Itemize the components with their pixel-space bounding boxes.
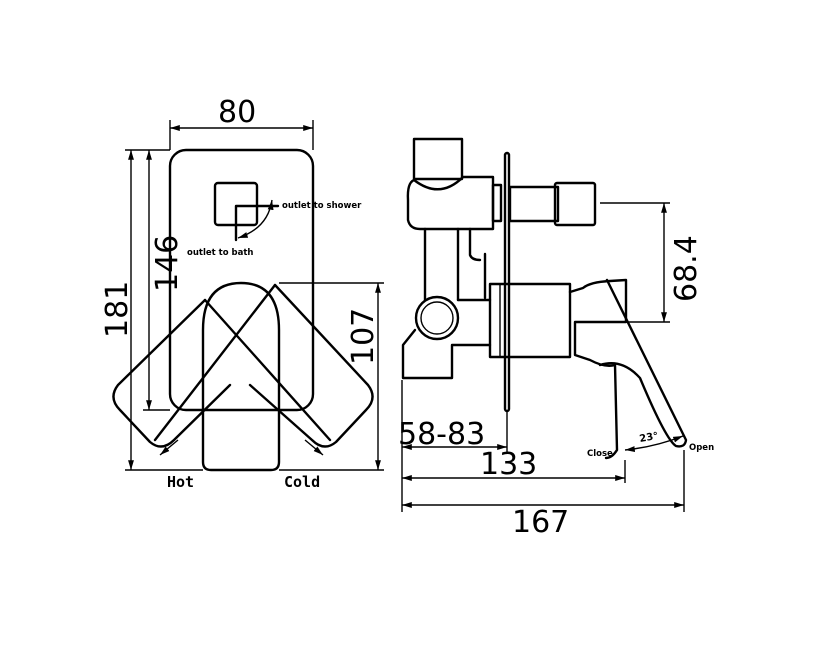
lever-cold-position: [248, 283, 374, 448]
wall-plate: [503, 151, 511, 413]
outlet-bath-label: outlet to bath: [187, 248, 253, 258]
height-dimension: 181: [100, 281, 135, 338]
plate-height-dimension: 146: [150, 235, 185, 292]
side-view: 23° Close Open 68.4 58-83 133 167: [398, 137, 714, 540]
angle-label: 23°: [639, 431, 660, 445]
outlet-shower-label: outlet to shower: [282, 201, 362, 211]
lever-hot-position: [112, 298, 232, 448]
depth-dimension: 133: [480, 447, 537, 482]
rotation-arrow: [237, 199, 274, 239]
inlet-stub: [412, 137, 464, 181]
outlet-spacing-dimension: 68.4: [669, 235, 704, 302]
cover-plate: [168, 148, 315, 412]
total-depth-dimension: 167: [512, 505, 569, 540]
close-label: Close: [587, 449, 613, 459]
width-dimension: 80: [218, 95, 256, 130]
inlet-port: [414, 295, 460, 341]
front-view: outlet to shower outlet to bath Hot Cold…: [100, 95, 384, 491]
cold-label: Cold: [284, 473, 320, 491]
mixer-cylinder: [488, 282, 572, 359]
lever-height-dimension: 107: [346, 308, 381, 365]
handle: [201, 281, 281, 472]
open-label: Open: [689, 443, 714, 453]
wall-depth-dimension: 58-83: [398, 417, 485, 452]
hot-label: Hot: [167, 473, 194, 491]
diverter-body: [406, 175, 495, 231]
shower-outlet-pipe: [508, 185, 560, 223]
shower-outlet-cap: [553, 181, 597, 227]
angle-arc: [624, 435, 684, 452]
lever-handle: [568, 278, 628, 460]
